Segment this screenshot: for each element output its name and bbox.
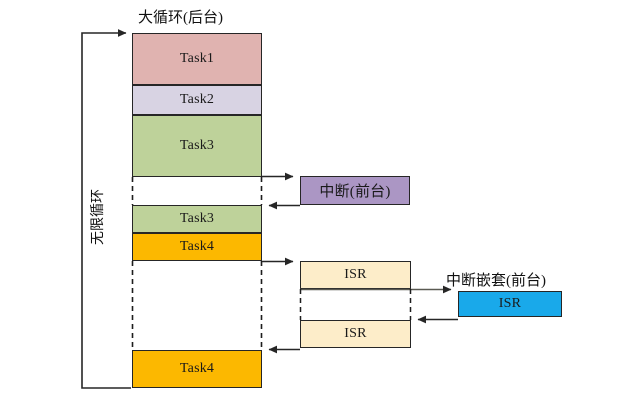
task-block-label: Task2 bbox=[179, 92, 215, 107]
task-block-label: Task3 bbox=[179, 211, 215, 226]
isr-upper-label: ISR bbox=[344, 267, 367, 282]
task-block-task2: Task2 bbox=[132, 85, 262, 115]
infinite-loop-label: 无限循环 bbox=[91, 189, 106, 245]
isr-lower-label: ISR bbox=[344, 326, 367, 341]
task-block-task3-first: Task3 bbox=[132, 115, 262, 177]
task-block-label: Task3 bbox=[179, 138, 215, 153]
task-block-label: Task4 bbox=[179, 361, 215, 376]
task-block-task4-first: Task4 bbox=[132, 233, 262, 261]
isr-lower-box: ISR bbox=[300, 320, 411, 348]
interrupt-foreground-label: 中断(前台) bbox=[319, 184, 391, 200]
task-block-task1: Task1 bbox=[132, 33, 262, 85]
task-block-label: Task4 bbox=[179, 239, 215, 254]
main-column-dashed-guides bbox=[131, 177, 263, 350]
task-block-task3-second: Task3 bbox=[132, 205, 262, 233]
task-block-task4-second: Task4 bbox=[132, 350, 262, 388]
isr-nested-box: ISR bbox=[458, 291, 562, 317]
isr-upper-box: ISR bbox=[300, 261, 411, 289]
interrupt-foreground-box: 中断(前台) bbox=[300, 176, 410, 205]
main-loop-title: 大循环(后台) bbox=[138, 10, 223, 26]
nested-interrupt-title: 中断嵌套(前台) bbox=[446, 273, 546, 289]
task-block-label: Task1 bbox=[179, 51, 215, 66]
isr-nested-label: ISR bbox=[498, 296, 522, 311]
isr-dashed-guides bbox=[299, 289, 412, 320]
